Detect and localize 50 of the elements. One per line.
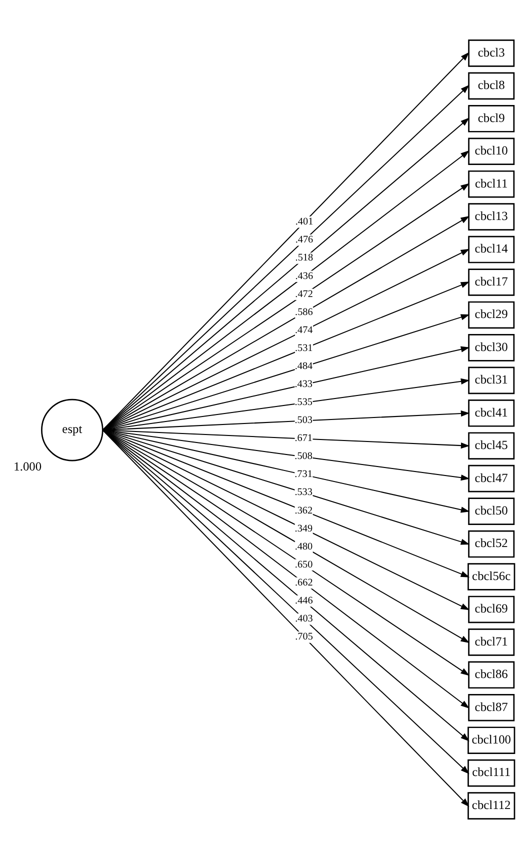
edge-label: .671 — [294, 433, 312, 444]
node-box: cbcl29 — [468, 301, 514, 329]
node-box: cbcl45 — [468, 432, 514, 460]
node-box: cbcl112 — [467, 792, 515, 820]
edge-label: .508 — [294, 451, 312, 462]
node-box: cbcl11 — [468, 170, 514, 198]
node-box: cbcl87 — [468, 694, 514, 722]
edge-label: .518 — [294, 252, 313, 264]
edge-label: .503 — [294, 415, 312, 426]
node-box: cbcl10 — [468, 138, 514, 166]
node-box: cbcl17 — [468, 268, 514, 296]
edge-label: .650 — [294, 559, 312, 570]
edge-label: .349 — [294, 523, 312, 534]
node-box: cbcl71 — [468, 628, 514, 656]
node-box: cbcl100 — [467, 726, 515, 754]
node-box: cbcl41 — [468, 399, 514, 427]
node-box: cbcl69 — [468, 596, 514, 624]
edge-label: .362 — [294, 505, 312, 516]
node-box: cbcl50 — [468, 498, 514, 525]
edge-label: .533 — [294, 487, 312, 498]
node-label: 1.000 — [13, 459, 42, 474]
edge-label: .705 — [294, 632, 312, 643]
edge-label: .480 — [294, 541, 312, 552]
node-circle: espt — [40, 398, 103, 462]
node-box: cbcl30 — [468, 334, 514, 362]
edge-label: .446 — [294, 596, 312, 607]
node-box: cbcl3 — [468, 40, 514, 67]
edge-label: .476 — [294, 234, 313, 246]
node-box: cbcl13 — [468, 203, 514, 230]
node-box: cbcl8 — [468, 72, 514, 100]
edge-label: .535 — [294, 397, 312, 408]
edge-label: .731 — [294, 469, 312, 480]
edge-label: .436 — [294, 270, 313, 282]
node-box: cbcl31 — [468, 366, 514, 394]
edge-label: .401 — [294, 216, 313, 228]
node-box: cbcl52 — [468, 530, 514, 558]
node-box: cbcl9 — [468, 105, 514, 132]
edge-label: .484 — [294, 361, 312, 372]
edge-label: .586 — [294, 307, 312, 318]
node-box: cbcl86 — [468, 661, 514, 689]
edge-label: .403 — [294, 614, 312, 625]
node-box: cbcl14 — [468, 236, 514, 264]
edge-label: .662 — [294, 577, 312, 588]
node-box: cbcl47 — [468, 464, 514, 492]
node-box: cbcl56c — [467, 563, 515, 590]
edge-label: .433 — [294, 379, 312, 390]
edge-label: .531 — [294, 343, 312, 354]
edge-label: .474 — [294, 325, 312, 336]
node-box: cbcl111 — [467, 759, 515, 787]
edge-label: .472 — [294, 288, 312, 300]
